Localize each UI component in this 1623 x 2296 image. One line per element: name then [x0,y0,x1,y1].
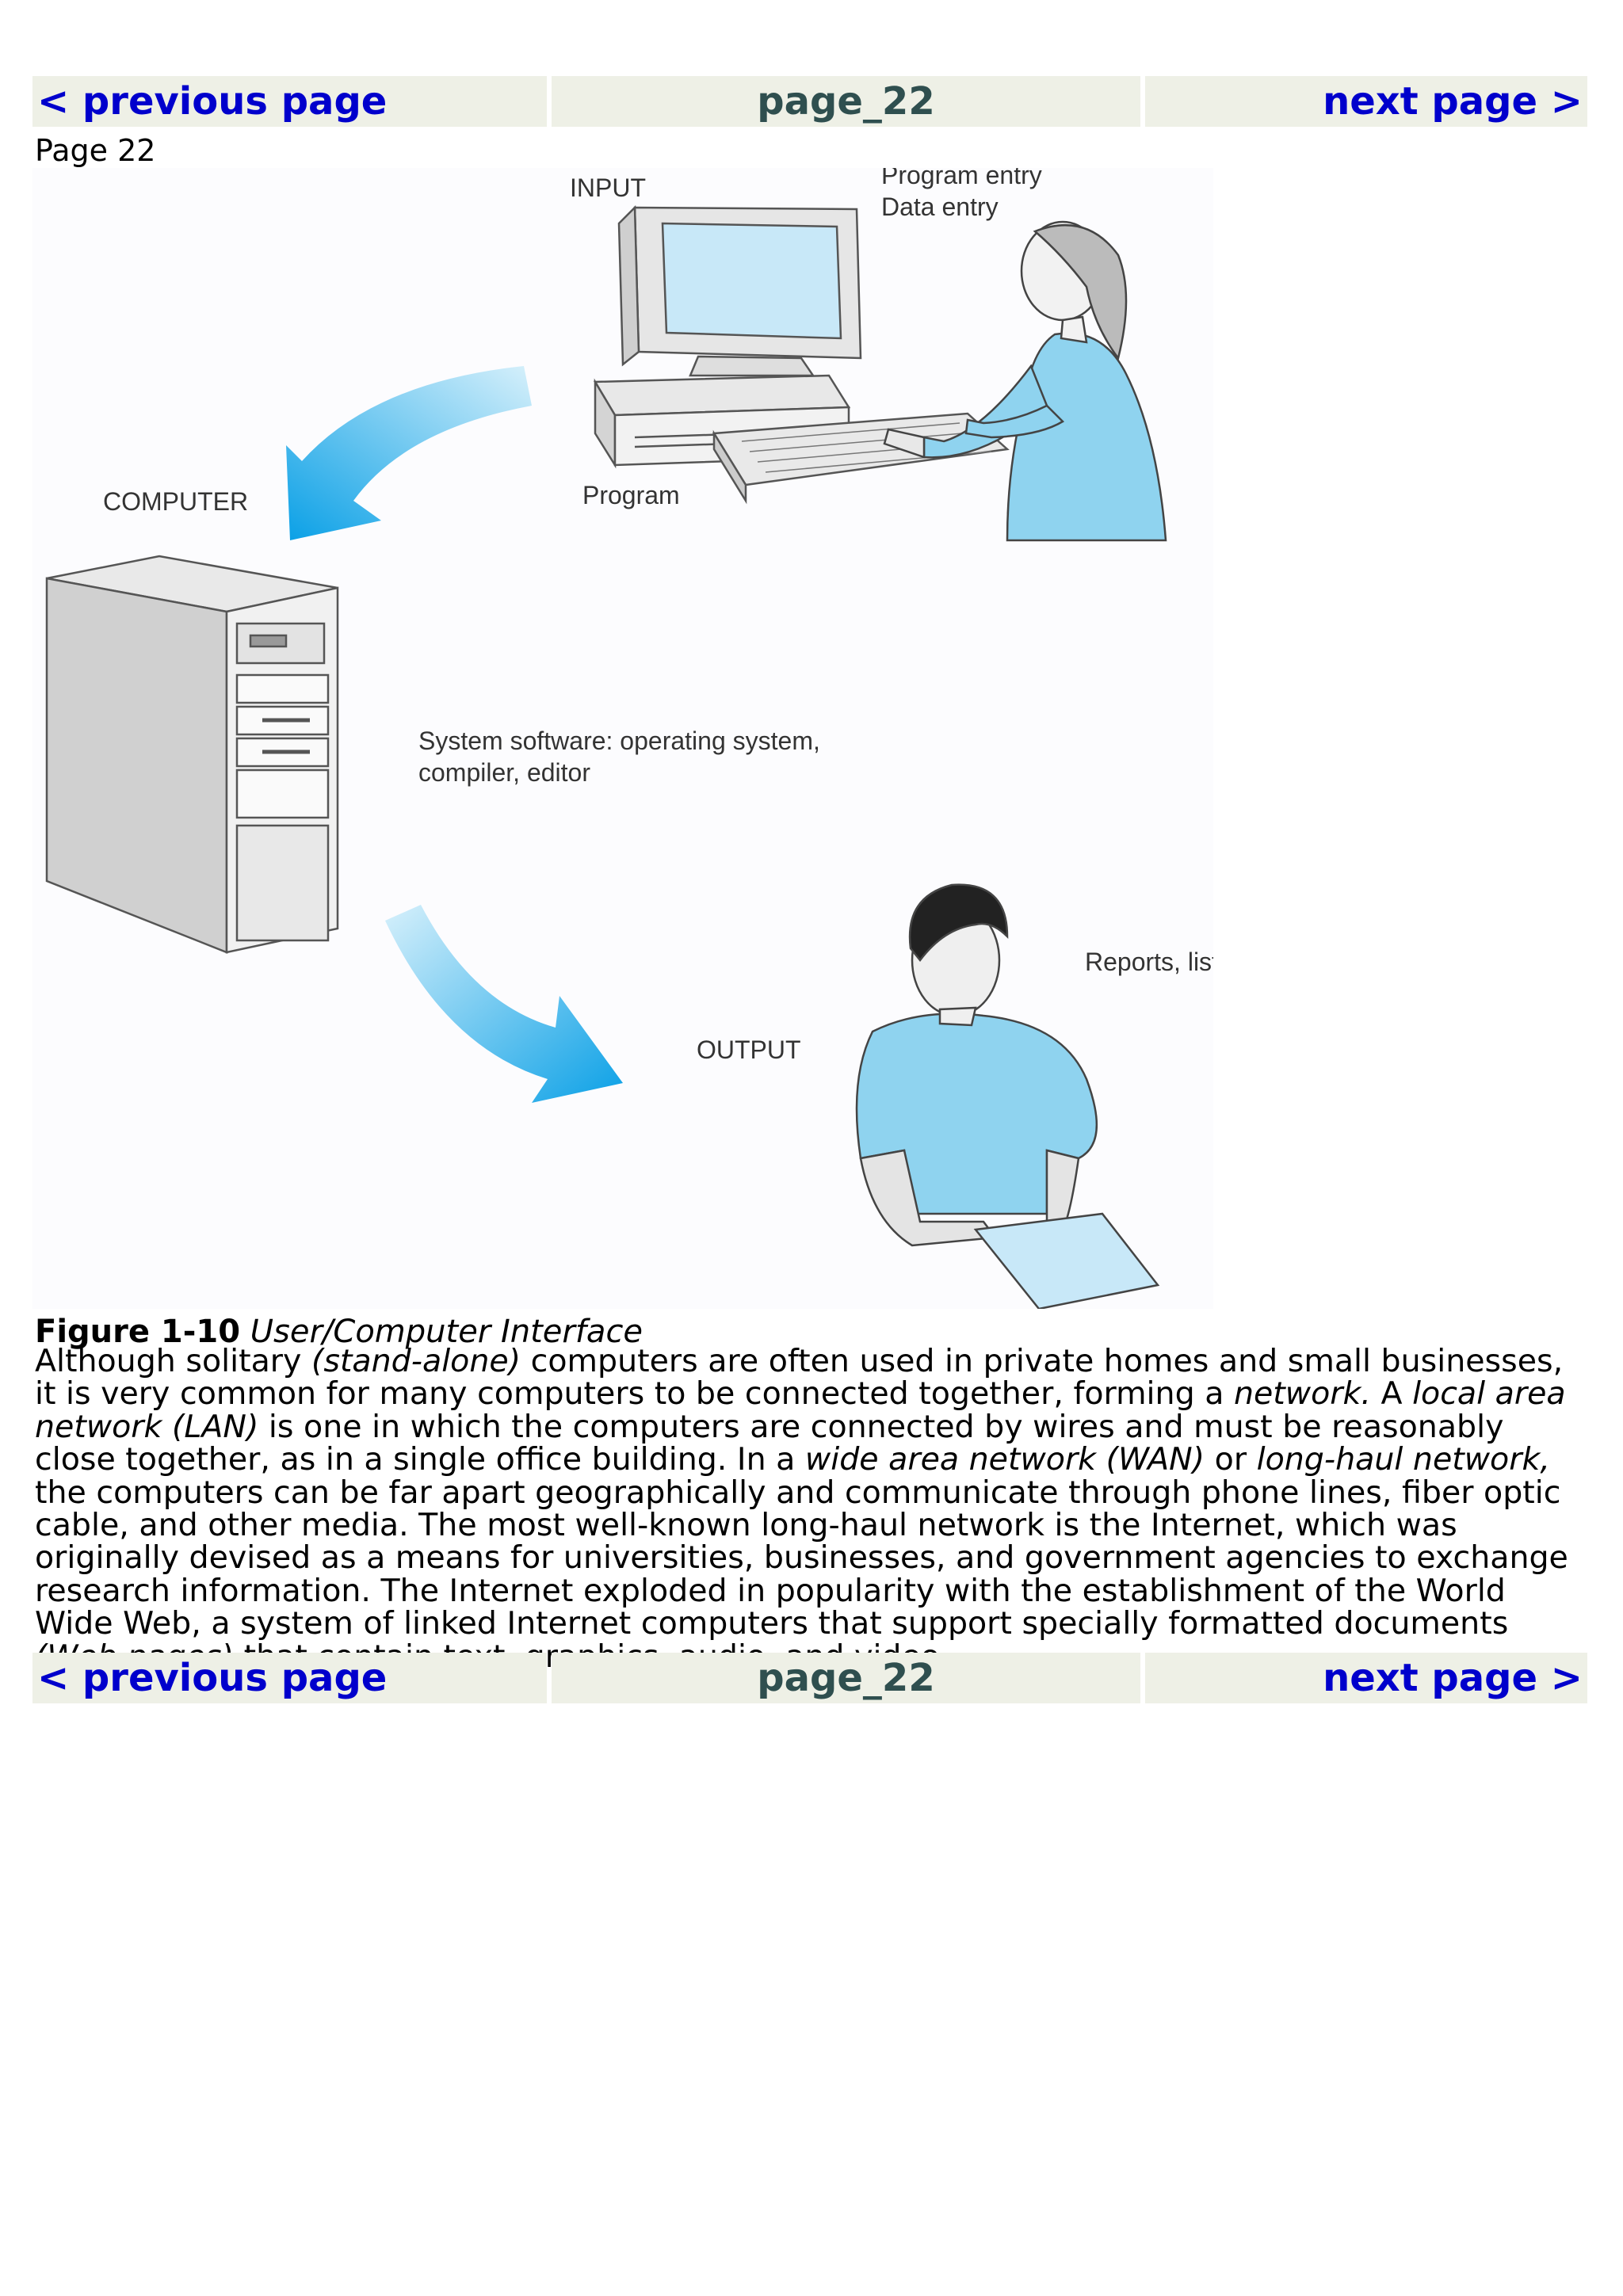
next-page-link[interactable]: next page > [1323,1656,1583,1700]
program-label: Program [582,481,680,509]
previous-page-link[interactable]: < previous page [37,79,388,124]
bottom-navigation-bar: < previous page page_22 next page > [32,1653,1592,1703]
body-paragraph: Although solitary (stand-alone) computer… [35,1343,1591,1673]
figure-number: Figure 1-10 [35,1314,241,1350]
output-label: OUTPUT [697,1035,801,1064]
previous-page-cell: < previous page [32,1653,547,1703]
term-network: network. [1233,1375,1371,1413]
next-page-link[interactable]: next page > [1323,79,1583,124]
input-label: INPUT [570,174,646,202]
text-run: A [1370,1375,1413,1413]
arrow-down-right-icon [385,905,623,1103]
top-navigation-bar: < previous page page_22 next page > [32,76,1592,127]
term-wan: wide area network (WAN) [804,1441,1205,1478]
next-page-cell: next page > [1145,76,1587,127]
system-software-label-line1: System software: operating system, [418,727,820,755]
program-entry-label: Program entry [881,168,1042,189]
term-long-haul-network: long-haul network, [1256,1441,1550,1478]
previous-page-link[interactable]: < previous page [37,1656,388,1700]
tower-computer-icon [45,555,339,954]
page-id-label: page_22 [552,76,1140,127]
text-run: or [1205,1441,1257,1478]
figure-title: User/Computer Interface [250,1314,643,1350]
text-run: Although solitary [35,1343,311,1379]
computer-label: COMPUTER [103,487,248,516]
user-reading-report-icon [855,883,1160,1309]
user-typing-icon [883,220,1167,542]
page-id-label: page_22 [552,1653,1140,1703]
data-entry-label: Data entry [881,193,999,221]
term-lan: local area network (LAN) [35,1375,1566,1445]
term-stand-alone: (stand-alone) [311,1343,521,1379]
previous-page-cell: < previous page [32,76,547,127]
user-computer-interface-figure: INPUT Program entry Data entry COMPUTER … [32,168,1213,1309]
desktop-computer-icon [593,205,1010,505]
next-page-cell: next page > [1145,1653,1587,1703]
reports-label: Reports, lists [1085,948,1213,976]
system-software-label-line2: compiler, editor [418,758,590,787]
text-run: the computers can be far apart geographi… [35,1474,1568,1642]
text-run: is one in which the computers are connec… [35,1408,1504,1478]
arrow-down-left-icon [286,366,532,540]
figure-caption: Figure 1-10 User/Computer Interface [35,1314,643,1350]
text-run: computers are often used in private home… [35,1343,1564,1413]
page-number-label: Page 22 [35,133,156,168]
